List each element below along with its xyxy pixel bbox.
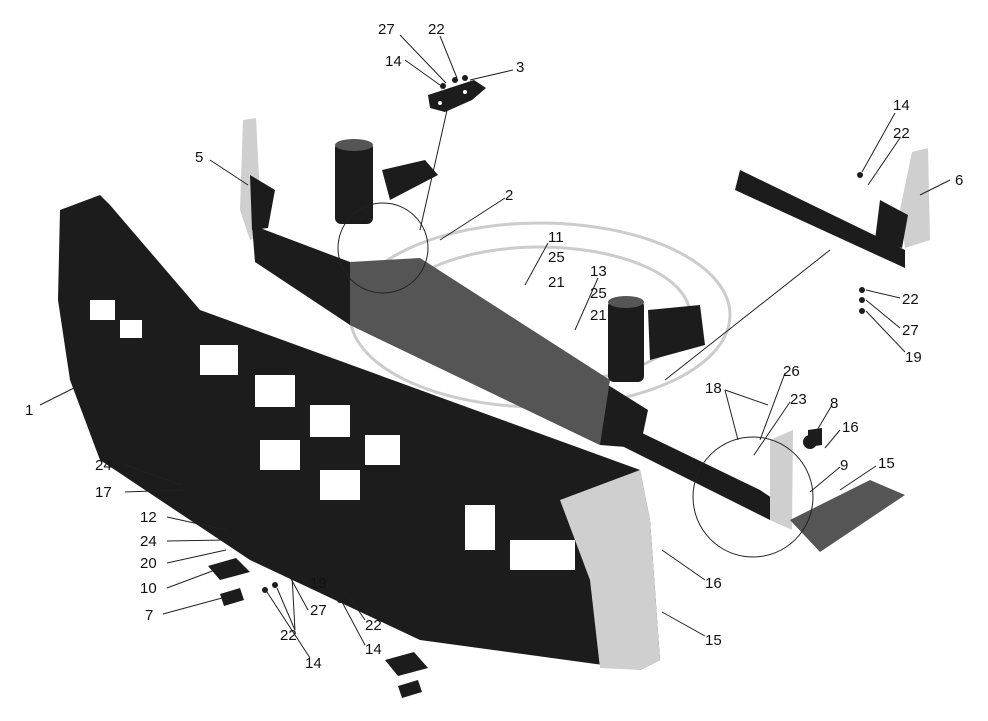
callout-labels: 27 22 14 3 5 2 11 25 21 13 25 21 14 22 6… [25, 21, 963, 672]
part-1-bumper [58, 195, 660, 670]
callout-2: 2 [505, 187, 513, 204]
part-2-bumper-beam [240, 118, 790, 520]
callout-25: 25 [548, 249, 565, 266]
callout-21: 21 [590, 307, 607, 324]
callout-27: 27 [378, 21, 395, 38]
callout-15: 15 [705, 632, 722, 649]
callout-5: 5 [195, 149, 203, 166]
callout-8: 8 [830, 395, 838, 412]
callout-22: 22 [902, 291, 919, 308]
callout-24: 24 [140, 533, 157, 550]
fasteners [262, 75, 865, 603]
leader-lines [39, 34, 951, 659]
callout-19: 19 [310, 575, 327, 592]
callout-22: 22 [365, 617, 382, 634]
callout-25: 25 [590, 285, 607, 302]
callout-19: 19 [905, 349, 922, 366]
callout-14: 14 [365, 641, 382, 658]
callout-18: 18 [705, 380, 722, 397]
callout-6: 6 [955, 172, 963, 189]
callout-14: 14 [385, 53, 402, 70]
callout-16: 16 [705, 575, 722, 592]
callout-21: 21 [548, 274, 565, 291]
callout-15: 15 [878, 455, 895, 472]
callout-9: 9 [840, 457, 848, 474]
callout-11: 11 [548, 229, 564, 246]
callout-17: 17 [95, 484, 112, 501]
callout-14: 14 [893, 97, 910, 114]
callout-1: 1 [25, 402, 33, 419]
part-10-step-pad [208, 558, 428, 698]
callout-3: 3 [516, 59, 524, 76]
callout-27: 27 [310, 602, 327, 619]
callout-22: 22 [428, 21, 445, 38]
callout-12: 12 [140, 509, 157, 526]
callout-7: 7 [145, 607, 153, 624]
callout-14: 14 [305, 655, 322, 672]
callout-22: 22 [280, 627, 297, 644]
callout-27: 27 [902, 322, 919, 339]
part-3-upper-bracket [419, 80, 486, 231]
callout-22: 22 [893, 125, 910, 142]
callout-16: 16 [842, 419, 859, 436]
callout-23: 23 [790, 391, 807, 408]
callout-26: 26 [783, 363, 800, 380]
callout-13: 13 [590, 263, 607, 280]
callout-24: 24 [95, 457, 112, 474]
callout-20: 20 [140, 555, 157, 572]
callout-10: 10 [140, 580, 157, 597]
part-6-right-side-bracket [664, 148, 930, 381]
